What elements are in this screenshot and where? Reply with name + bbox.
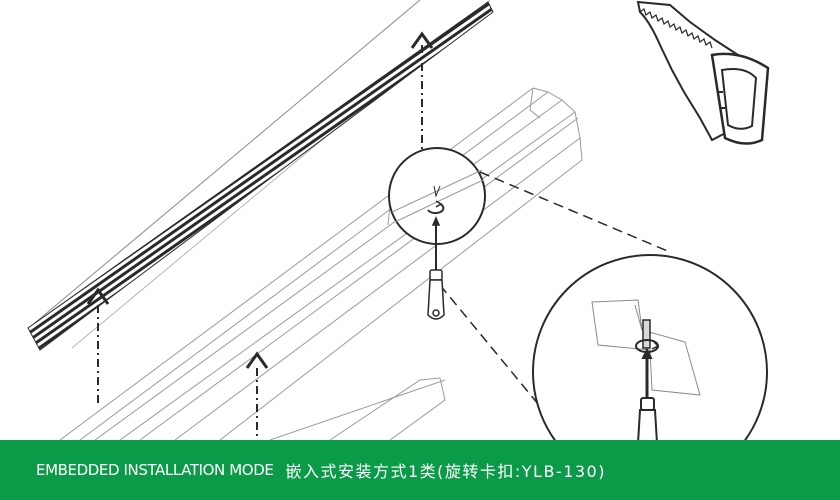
magnifier-callout — [532, 254, 768, 440]
caption-chinese: 嵌入式安装方式1类(旋转卡扣:YLB-130) — [285, 462, 606, 481]
light-fixture — [59, 87, 583, 440]
installation-diagram — [27, 0, 770, 440]
screwdriver-icon — [635, 347, 660, 440]
handsaw-icon — [636, 0, 770, 145]
guide-lines — [97, 45, 671, 440]
caption-bar: EMBEDDED INSTALLATION MODE 嵌入式安装方式1类(旋转卡… — [0, 440, 840, 500]
up-arrow-icon — [245, 351, 269, 369]
caption-english: EMBEDDED INSTALLATION MODE — [36, 461, 274, 479]
ceiling-panel — [27, 0, 494, 351]
up-arrow-icon — [86, 287, 110, 305]
up-arrow-icon — [410, 31, 434, 49]
screwdriver-icon — [427, 216, 445, 320]
rotate-icon — [427, 200, 445, 215]
